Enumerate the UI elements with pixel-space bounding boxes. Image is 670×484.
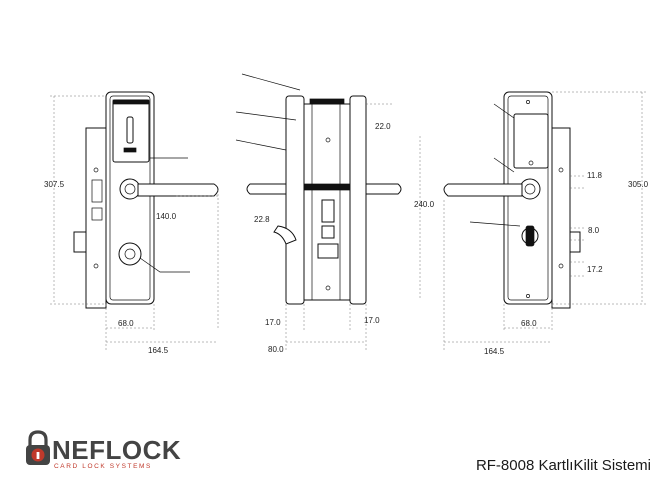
back-escutcheon-inner [507, 95, 549, 301]
dim-side-total-depth: 80.0 [268, 345, 284, 354]
side-inner-lever [365, 183, 402, 195]
brand-tagline: CARD LOCK SYSTEMS [54, 463, 152, 470]
back-handle-hub [524, 183, 536, 195]
battery-cover [513, 113, 549, 169]
front-handle-rose [119, 178, 141, 200]
front-handle-dim [176, 190, 219, 330]
back-deadbolt [569, 231, 581, 253]
dim-side-left-depth: 17.0 [265, 318, 281, 327]
front-height-ext [50, 95, 106, 305]
battery-cover-screw [528, 160, 534, 166]
side-screw-lower [325, 285, 331, 291]
back-handle-rose [519, 178, 541, 200]
back-lever-handle [443, 183, 523, 197]
dim-back-offset-b: 8.0 [588, 226, 600, 235]
front-mortise-plate [85, 127, 107, 309]
front-deadbolt [73, 231, 87, 253]
front-width-ext [105, 304, 155, 350]
back-thumb-turn [525, 225, 535, 247]
dim-front-total-width: 164.5 [148, 346, 169, 355]
back-view [443, 91, 646, 350]
front-screw-lower [93, 263, 99, 269]
dim-back-height: 305.0 [628, 180, 649, 189]
side-depth-ext [285, 304, 367, 350]
back-top-screw [526, 100, 530, 104]
side-deadbolt-housing [317, 243, 339, 259]
side-outer-lever [246, 183, 287, 195]
side-view [235, 73, 421, 350]
dim-front-plate-width: 68.0 [118, 319, 134, 328]
front-handle-hub [124, 183, 136, 195]
back-screw-lower [558, 263, 564, 269]
dim-back-offset-c: 17.2 [587, 265, 603, 274]
brand-logo: NEFLOCK CARD LOCK SYSTEMS [26, 430, 181, 470]
back-bottom-screw [526, 294, 530, 298]
side-cam [321, 225, 335, 239]
dim-back-total-width: 164.5 [484, 347, 505, 356]
back-height-dim [552, 91, 646, 305]
product-title: RF-8008 KartlıKilit Sistemi [476, 457, 651, 474]
back-offset-a-dim [570, 175, 586, 189]
padlock-keyhole-icon [36, 452, 40, 459]
dim-back-offset-a: 11.8 [587, 171, 603, 180]
padlock-shackle-icon [28, 430, 48, 446]
dim-side-right-depth: 17.0 [364, 316, 380, 325]
brand-name: NEFLOCK [52, 435, 181, 465]
side-thumb-turn [273, 225, 297, 245]
front-screw-upper [93, 167, 99, 173]
dim-front-height: 307.5 [44, 180, 65, 189]
front-key-cylinder [118, 242, 142, 266]
card-slot [126, 116, 134, 144]
front-leader-2 [139, 257, 190, 273]
front-escutcheon-inner [109, 95, 151, 301]
side-screw-upper [325, 137, 331, 143]
back-offset-c-dim [570, 261, 586, 277]
card-reader-top-band [112, 99, 150, 105]
side-top-spring [309, 98, 345, 105]
dim-side-knob-depth: 22.8 [254, 215, 270, 224]
front-lever-handle [137, 183, 219, 197]
dim-side-mortise-height: 240.0 [414, 200, 435, 209]
back-screw-upper [558, 167, 564, 173]
front-latch-block [91, 179, 103, 203]
front-cam-block [91, 207, 103, 221]
back-offset-b-dim [570, 227, 586, 241]
side-latch-bolt [321, 199, 335, 223]
side-spindle [303, 183, 351, 191]
dim-back-plate-width: 68.0 [521, 319, 537, 328]
dim-handle-length: 140.0 [156, 212, 177, 221]
side-outer-escutcheon [285, 95, 305, 305]
back-width-ext [443, 200, 553, 350]
side-leaders-top [235, 73, 301, 151]
back-mortise-plate [551, 127, 571, 309]
dim-side-top-offset: 22.0 [375, 122, 391, 131]
side-inner-escutcheon [349, 95, 367, 305]
front-key-core [124, 248, 136, 260]
card-reader-led [123, 147, 137, 153]
back-leaders [469, 103, 521, 227]
front-view [50, 91, 219, 350]
